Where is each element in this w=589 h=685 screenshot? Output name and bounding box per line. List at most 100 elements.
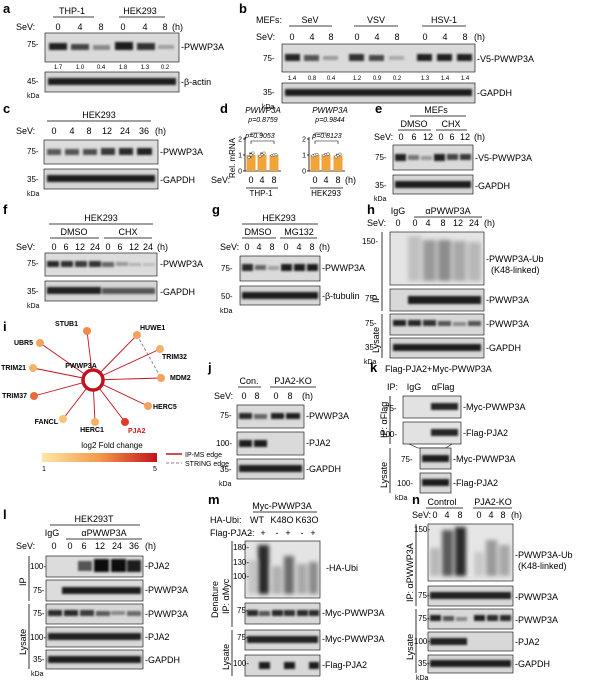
node-label: TRIM21	[1, 365, 26, 372]
gene-title: PWWP3A	[245, 106, 281, 115]
sig-bracket	[314, 140, 339, 144]
cell-label: HEK293	[82, 110, 116, 120]
band-label: -PWWP3A-Ub	[486, 254, 544, 264]
time-label: 0	[273, 391, 278, 401]
mw-marker: 75-	[27, 259, 39, 268]
node-label: TRIM37	[2, 393, 27, 400]
ubi-label: HA-Ubi:	[210, 515, 242, 525]
time-label: 6	[81, 541, 86, 551]
y-tick-label: 1	[238, 153, 242, 160]
time-label: 4	[425, 218, 430, 228]
y-tick-label: 0	[238, 169, 242, 176]
blot-pwwp3a	[44, 32, 180, 63]
time-label: 36	[139, 126, 149, 136]
band-label: (K48-linked)	[518, 561, 567, 571]
quant-value: 0.2	[393, 76, 402, 82]
blot-lysate-flag-pja2	[244, 654, 321, 677]
hours-label: (h)	[511, 510, 522, 520]
side-label: Denature	[210, 581, 220, 618]
mw-marker: 100-	[414, 637, 430, 646]
band-label: -GAPDH	[145, 655, 180, 665]
panel-b: b MEFs: SeV VSV HSV-1 SeV: 0 4 8 0 4 8 0…	[239, 1, 534, 111]
mw-marker: 100-	[233, 659, 249, 668]
panel-k: k Flag-PJA2+Myc-PWWP3A IP: IgG αFlag IP:…	[370, 360, 526, 502]
hours-label: (h)	[145, 541, 156, 551]
panel-m: m Myc-PWWP3A HA-Ubi: WT K48O K63O Flag-P…	[208, 492, 385, 677]
lysate-label: Lysate	[379, 462, 389, 488]
panel-letter-j: j	[207, 360, 212, 375]
center-node	[81, 368, 105, 392]
scale-max: 5	[153, 466, 157, 473]
mw-marker: 100-	[216, 439, 232, 448]
panel-letter-e: e	[375, 101, 382, 116]
mw-marker: 75-	[27, 40, 39, 49]
igg-label: IgG	[45, 528, 60, 538]
mw-marker: 35-	[220, 465, 232, 474]
time-label: 24	[469, 218, 479, 228]
bar	[333, 155, 343, 171]
time-label: 0	[354, 32, 359, 42]
kda-label: kDa	[416, 675, 429, 682]
time-label: 8	[269, 242, 274, 252]
mw-marker: 35-	[263, 88, 275, 97]
node-label: HERC1	[80, 427, 104, 434]
mw-marker: 180-	[233, 543, 249, 552]
band-label: -PJA2	[306, 438, 331, 448]
hours-label: (h)	[172, 22, 183, 32]
mw-marker: 35-	[33, 655, 45, 664]
time-label: 4	[444, 510, 449, 520]
time-label: 24	[120, 126, 130, 136]
node	[36, 339, 44, 347]
data-point	[249, 153, 253, 157]
antibody-label: αFlag	[432, 382, 455, 392]
hours-label: (h)	[474, 132, 485, 142]
mw-marker: 130-	[233, 558, 249, 567]
node	[133, 331, 141, 339]
node-label: MDM2	[170, 375, 191, 382]
time-label: 8	[162, 22, 167, 32]
time-label: 4	[488, 510, 493, 520]
time-label: 12	[460, 132, 470, 142]
legend-label: STRING edge	[185, 461, 229, 468]
ip-label: IP	[371, 294, 381, 303]
mw-marker: 35-	[27, 287, 39, 296]
node-label: STUB1	[55, 321, 78, 328]
panel-letter-m: m	[208, 492, 220, 507]
ipms-edge	[92, 348, 161, 381]
blot-lysate-pja2	[427, 631, 514, 652]
lysate-label: Lysate	[18, 629, 28, 655]
quant-value: 1.7	[54, 65, 63, 71]
time-label: 12	[453, 218, 463, 228]
blot-v5-pwwp3a	[392, 144, 474, 171]
treatment-label: DMSO	[401, 119, 428, 129]
sign: +	[285, 528, 290, 538]
kda-label: kDa	[27, 191, 40, 198]
network-diagram: PWWP3ASTUB1HUWE1UBR5TRIM32TRIM21MDM2TRIM…	[1, 321, 191, 435]
x-tick-label: 8	[271, 175, 276, 185]
data-point	[334, 155, 338, 159]
panel-letter-d: d	[220, 101, 228, 116]
kda-label: kDa	[262, 104, 275, 111]
panel-l: l HEK293T IgG αPWWP3A SeV: 0 0 6 12 24 3…	[3, 507, 188, 678]
band-label: -PWWP3A	[145, 609, 188, 619]
mw-marker: 75-	[237, 633, 249, 642]
virus-label: VSV	[367, 15, 385, 25]
time-label: 24	[90, 242, 100, 252]
mw-marker: 75-	[27, 147, 39, 156]
group-label: Con.	[239, 376, 258, 386]
band-label: -PWWP3A	[515, 615, 558, 625]
band-label: -PWWP3A	[306, 411, 349, 421]
panel-letter-h: h	[367, 202, 375, 217]
sign: -	[276, 528, 279, 538]
cell-label: HEK293	[311, 189, 341, 198]
time-label: 8	[457, 510, 462, 520]
band-label: -Myc-PWWP3A	[463, 402, 526, 412]
hours-label: (h)	[302, 391, 313, 401]
mw-marker: 100-	[30, 633, 46, 642]
treatment-label: MG132	[284, 227, 314, 237]
mw-marker: 75-	[418, 591, 430, 600]
band-label: -PWWP3A	[160, 147, 203, 157]
lysate-label: Lysate	[405, 634, 415, 660]
bar	[257, 154, 267, 171]
